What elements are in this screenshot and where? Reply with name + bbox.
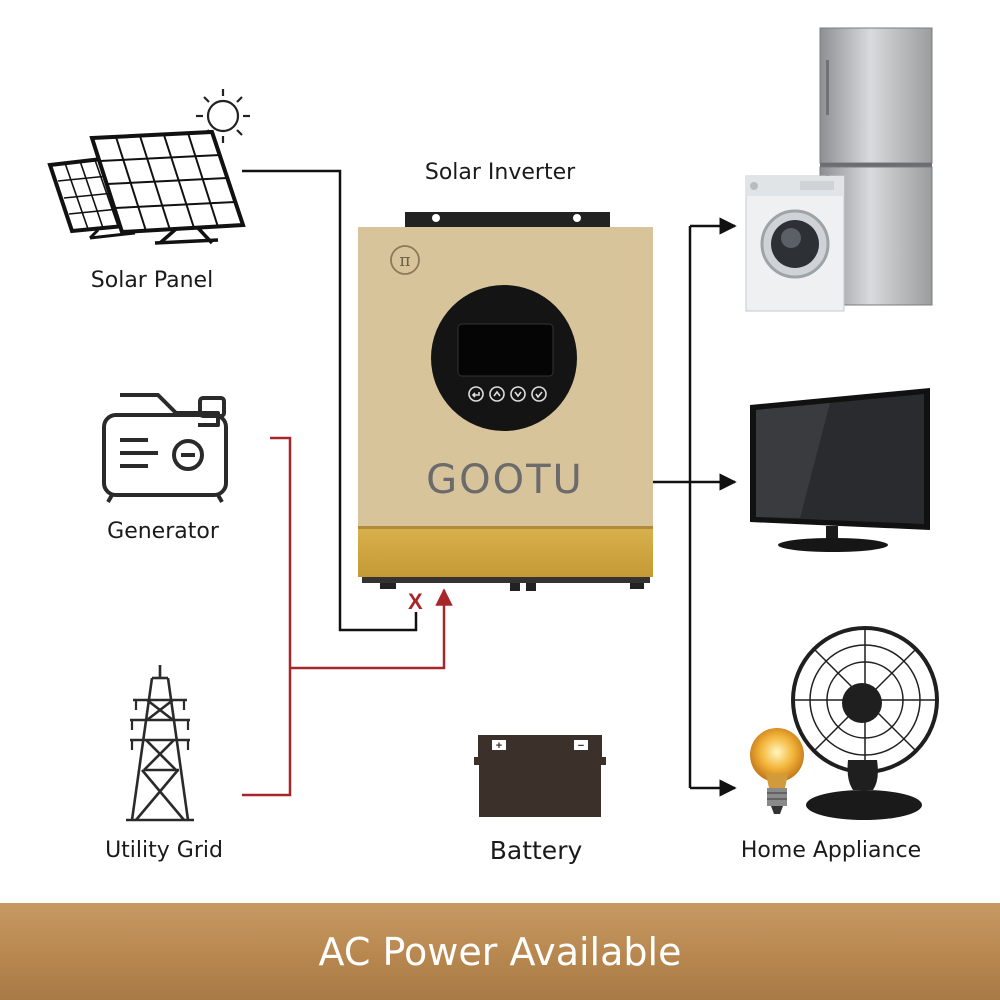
home-appliance-label: Home Appliance: [740, 838, 922, 863]
battery-icon: + −: [474, 735, 606, 817]
solar-inverter-unit: π GOOTU: [358, 212, 653, 591]
solar-input-line: [242, 169, 418, 632]
svg-text:π: π: [399, 251, 410, 271]
lcd-display: [431, 285, 577, 431]
generator-icon: [102, 393, 228, 503]
blocked-marker: X: [408, 589, 423, 614]
utility-grid-label: Utility Grid: [105, 838, 223, 863]
solar-panel-label: Solar Panel: [90, 268, 214, 293]
up-button-icon: [489, 386, 505, 402]
pi-logo-icon: π: [390, 245, 420, 275]
solar-panel-icon: [47, 89, 250, 245]
battery-label: Battery: [489, 836, 583, 865]
output-lines: [653, 217, 737, 797]
television-icon: [750, 388, 930, 552]
washing-machine-icon: [745, 175, 845, 312]
svg-text:+: +: [496, 740, 502, 752]
power-flow-diagram: X π: [47, 27, 939, 822]
down-button-icon: [510, 386, 526, 402]
footer-banner: AC Power Available: [0, 903, 1000, 1000]
light-bulb-icon: [750, 728, 804, 814]
grid-input-line: [290, 588, 453, 670]
generator-label: Generator: [107, 519, 219, 544]
fan-icon: [791, 626, 939, 820]
brand-logo: GOOTU: [426, 457, 584, 503]
svg-text:−: −: [578, 740, 584, 752]
back-button-icon: [468, 386, 484, 402]
generator-line: [242, 436, 292, 797]
footer-title: AC Power Available: [318, 929, 682, 974]
enter-button-icon: [531, 386, 547, 402]
inverter-title: Solar Inverter: [424, 160, 576, 185]
utility-tower-icon: [126, 665, 194, 822]
